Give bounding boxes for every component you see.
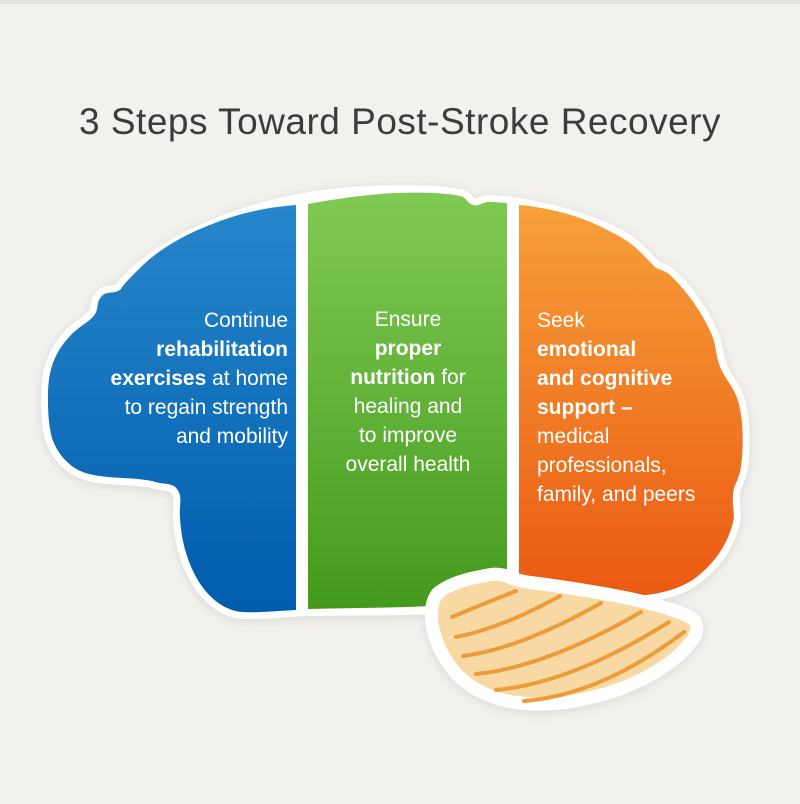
brain-section-orange — [519, 205, 743, 601]
step-text-line: to regain strength — [124, 396, 288, 419]
step-text-line: medical — [537, 425, 610, 448]
step-text-line: rehabilitation — [156, 338, 288, 361]
step-text-line: Ensure — [374, 308, 442, 331]
brain-text-blue: Continue rehabilitation exercises at home t… — [78, 306, 288, 451]
step-text-line: support – — [537, 396, 633, 419]
step-text-line: nutrition for — [350, 366, 466, 389]
step-text-line: overall health — [345, 453, 471, 476]
step-text-line: healing and — [353, 395, 463, 418]
cerebellum-folds — [450, 589, 686, 703]
step-text-line: and mobility — [175, 425, 288, 448]
step-text-line: Seek — [537, 309, 585, 332]
step-text-line: proper — [374, 337, 442, 360]
step-text-line: professionals, — [537, 454, 667, 477]
page-title: 3 Steps Toward Post-Stroke Recovery — [79, 100, 721, 142]
brain-illustration — [40, 185, 750, 711]
step-text-line: emotional — [537, 338, 637, 361]
brain-text-green: Ensure proper nutrition for healing and to i… — [311, 305, 505, 479]
step-text-line: and cognitive — [537, 367, 673, 390]
step-text-line: to improve — [358, 424, 458, 447]
brain-text-orange: Seek emotional and cognitive support – medic… — [537, 306, 737, 509]
brain-section-green — [308, 192, 507, 610]
cerebellum — [424, 567, 704, 711]
step-text-line: Continue — [203, 309, 288, 332]
brain-section-blue — [47, 205, 296, 613]
step-text-line: exercises at home — [110, 367, 288, 390]
step-text-line: family, and peers — [537, 483, 696, 506]
